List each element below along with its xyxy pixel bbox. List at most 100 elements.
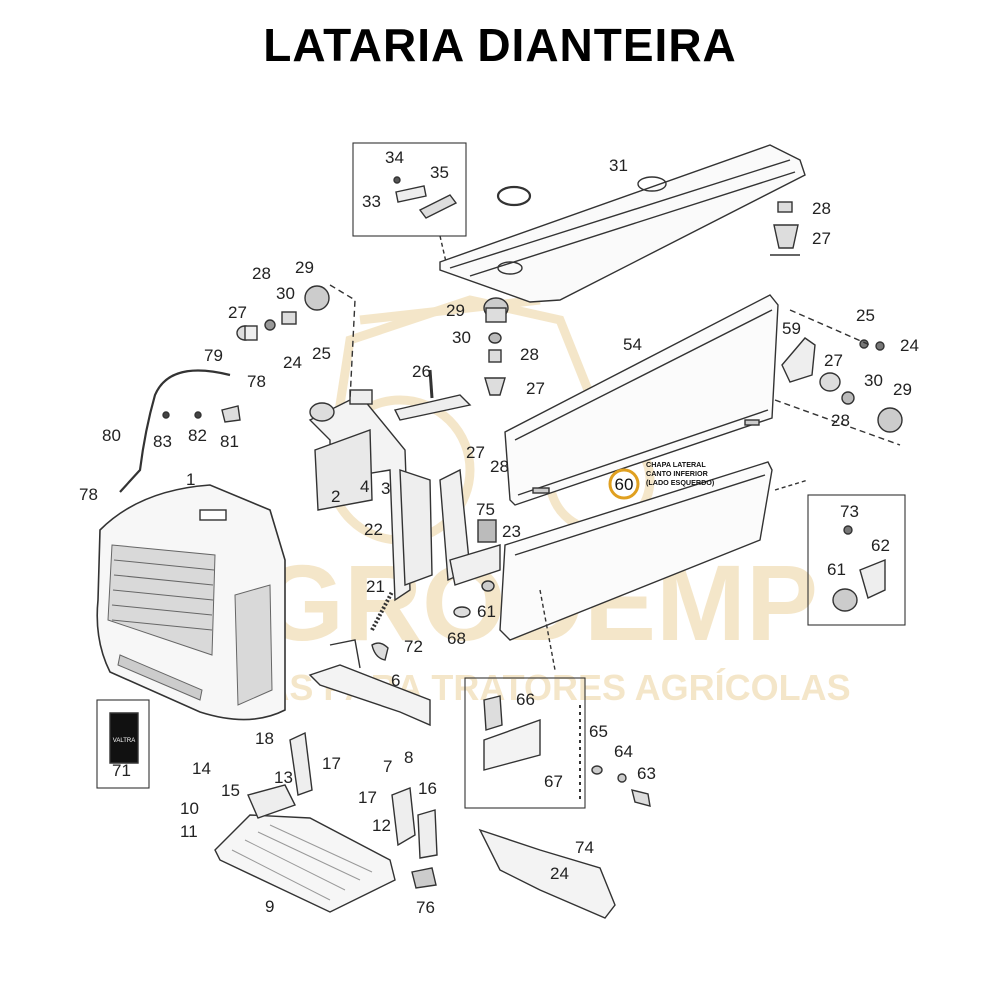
- lower-bracket: [478, 828, 616, 919]
- support-rod: [393, 394, 472, 421]
- part-label-62: 62: [871, 536, 890, 555]
- part-label-10: 10: [180, 799, 199, 818]
- pedal-guide: [289, 731, 313, 796]
- part-label-21: 21: [366, 577, 385, 596]
- part-label-81: 81: [220, 432, 239, 451]
- latch-bar: [308, 664, 431, 727]
- part-label-29c: 29: [893, 380, 912, 399]
- watermark-tagline: PEÇAS PARA TRATORES AGRÍCOLAS: [189, 667, 850, 708]
- part-label-15: 15: [221, 781, 240, 800]
- part-label-2: 2: [331, 487, 340, 506]
- part-label-75: 75: [476, 500, 495, 519]
- side-panel-lower: [499, 461, 773, 641]
- radiator-frame: [308, 389, 433, 602]
- part-labels: 1 2 3 4 6 7 8 9 10 11 12 13 14 15 16 17 …: [79, 148, 919, 917]
- part-label-11: 11: [180, 822, 198, 841]
- hinge-plate: [393, 176, 458, 219]
- callout-note-line-1: CHAPA LATERAL: [646, 460, 706, 469]
- callout-note: CHAPA LATERAL CANTO INFERIOR (LADO ESQUE…: [646, 460, 715, 487]
- detail-box-hardware: [464, 677, 586, 809]
- side-panel-upper: [504, 294, 779, 506]
- part-label-63: 63: [637, 764, 656, 783]
- part-label-30c: 30: [864, 371, 883, 390]
- floor-plate: [214, 814, 396, 913]
- part-label-12: 12: [372, 816, 391, 835]
- cable: [119, 369, 231, 493]
- part-label-71: 71: [112, 761, 131, 780]
- part-label-78b: 78: [79, 485, 98, 504]
- part-label-28e: 28: [831, 411, 850, 430]
- part-label-66: 66: [516, 690, 535, 709]
- part-label-27c: 27: [466, 443, 485, 462]
- part-label-30b: 30: [452, 328, 471, 347]
- part-label-24a: 24: [283, 353, 302, 372]
- support-bracket: [439, 468, 501, 586]
- part-label-54: 54: [623, 335, 642, 354]
- part-label-25b: 25: [856, 306, 875, 325]
- part-label-83: 83: [153, 432, 172, 451]
- part-label-31: 31: [609, 156, 628, 175]
- part-label-6: 6: [391, 671, 400, 690]
- part-label-67: 67: [544, 772, 563, 791]
- hood-top-panel: [439, 144, 806, 303]
- part-label-65: 65: [589, 722, 608, 741]
- part-label-27b: 27: [526, 379, 545, 398]
- part-label-59: 59: [782, 319, 801, 338]
- part-label-28c: 28: [490, 457, 509, 476]
- front-grille-housing: [96, 484, 286, 721]
- part-label-28d: 28: [812, 199, 831, 218]
- part-label-34: 34: [385, 148, 404, 167]
- callout-ring: [608, 468, 640, 500]
- part-label-27a: 27: [228, 303, 247, 322]
- part-label-23: 23: [502, 522, 521, 541]
- callout-note-line-3: (LADO ESQUERDO): [646, 478, 715, 487]
- part-label-17a: 17: [322, 754, 341, 773]
- part-label-24b: 24: [900, 336, 919, 355]
- part-label-28a: 28: [252, 264, 271, 283]
- part-label-24c: 24: [550, 864, 569, 883]
- part-label-29a: 29: [295, 258, 314, 277]
- badge-box: [96, 699, 150, 789]
- part-label-3: 3: [381, 479, 390, 498]
- part-label-28b: 28: [520, 345, 539, 364]
- rubber-mount-top-right: [770, 201, 800, 256]
- part-label-35: 35: [430, 163, 449, 182]
- part-label-74: 74: [575, 838, 594, 857]
- spring: [370, 591, 394, 631]
- part-label-13: 13: [274, 768, 293, 787]
- badge-text: VALTRA: [113, 738, 135, 744]
- bushing-set-left: [236, 285, 330, 341]
- detail-box-latch: [807, 494, 906, 626]
- part-label-22: 22: [364, 520, 383, 539]
- part-label-7: 7: [383, 757, 392, 776]
- detail-box-hinge: [352, 142, 467, 237]
- part-label-82: 82: [188, 426, 207, 445]
- part-label-33: 33: [362, 192, 381, 211]
- part-label-72: 72: [404, 637, 423, 656]
- parts-drawing: [96, 142, 906, 919]
- part-label-76: 76: [416, 898, 435, 917]
- part-label-64: 64: [614, 742, 633, 761]
- part-label-16: 16: [418, 779, 437, 798]
- part-label-26: 26: [412, 362, 431, 381]
- part-label-1: 1: [186, 470, 195, 489]
- part-label-27e: 27: [824, 351, 843, 370]
- part-label-18: 18: [255, 729, 274, 748]
- part-label-61b: 61: [827, 560, 846, 579]
- part-label-8: 8: [404, 748, 413, 767]
- part-label-61a: 61: [477, 602, 496, 621]
- part-label-79: 79: [204, 346, 223, 365]
- page-title: LATARIA DIANTEIRA: [263, 19, 737, 71]
- part-label-80: 80: [102, 426, 121, 445]
- callout-note-line-2: CANTO INFERIOR: [646, 469, 709, 478]
- bushing-set-center: [483, 297, 509, 396]
- part-label-4: 4: [360, 477, 369, 496]
- part-label-29b: 29: [446, 301, 465, 320]
- part-label-9: 9: [265, 897, 274, 916]
- callout-part-number: 60: [615, 475, 634, 494]
- part-label-78a: 78: [247, 372, 266, 391]
- part-label-25a: 25: [312, 344, 331, 363]
- bushing-set-right: [781, 337, 903, 433]
- part-label-30a: 30: [276, 284, 295, 303]
